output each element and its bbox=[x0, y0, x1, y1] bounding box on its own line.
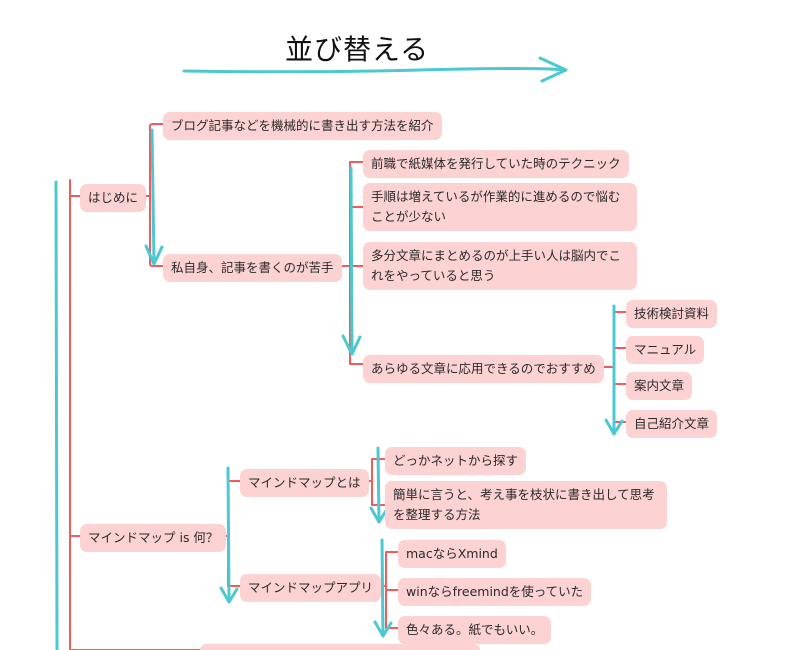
node-win[interactable]: winならfreemindを使っていた bbox=[398, 578, 592, 606]
node-manual[interactable]: マニュアル bbox=[626, 336, 705, 364]
node-tejun[interactable]: 手順は増えているが作業的に進めるので悩むことが少ない bbox=[363, 183, 637, 231]
node-mac[interactable]: macならXmind bbox=[398, 540, 506, 568]
arrow-icon bbox=[219, 466, 239, 604]
link-watashi-children bbox=[339, 161, 364, 365]
arrow-icon bbox=[369, 446, 389, 524]
node-offscreen bbox=[200, 644, 480, 650]
node-zenshoku[interactable]: 前職で紙媒体を発行していた時のテクニック bbox=[363, 150, 629, 178]
arrow-icon bbox=[604, 304, 624, 436]
arrow-icon bbox=[373, 538, 393, 638]
node-gijutsu[interactable]: 技術検討資料 bbox=[626, 300, 718, 328]
node-blog[interactable]: ブログ記事などを機械的に書き出す方法を紹介 bbox=[163, 112, 442, 140]
node-hajimeni[interactable]: はじめに bbox=[80, 184, 147, 212]
node-jiko[interactable]: 自己紹介文章 bbox=[626, 410, 718, 438]
node-dokka[interactable]: どっかネットから探す bbox=[385, 447, 527, 475]
node-tabun[interactable]: 多分文章にまとめるのが上手い人は脳内でこれをやっていると思う bbox=[363, 242, 637, 290]
title-arrow-icon bbox=[182, 56, 568, 83]
node-arayuru[interactable]: あらゆる文章に応用できるのでおすすめ bbox=[363, 355, 604, 383]
node-kantan[interactable]: 簡単に言うと、考え事を枝状に書き出して思考を整理する方法 bbox=[385, 481, 667, 529]
node-mindmap-app[interactable]: マインドマップアプリ bbox=[240, 574, 382, 602]
arrow-icon bbox=[144, 128, 164, 266]
node-watashi[interactable]: 私自身、記事を書くのが苦手 bbox=[163, 254, 342, 282]
arrow-icon bbox=[341, 166, 362, 356]
arrow-icon bbox=[54, 180, 59, 650]
node-iroiro[interactable]: 色々ある。紙でもいい。 bbox=[398, 616, 552, 644]
node-annai[interactable]: 案内文章 bbox=[626, 372, 693, 400]
node-mindmap-nani[interactable]: マインドマップ is 何？ bbox=[80, 524, 227, 552]
node-mindmap-toha[interactable]: マインドマップとは bbox=[240, 469, 369, 497]
page-title: 並び替える bbox=[285, 33, 430, 66]
